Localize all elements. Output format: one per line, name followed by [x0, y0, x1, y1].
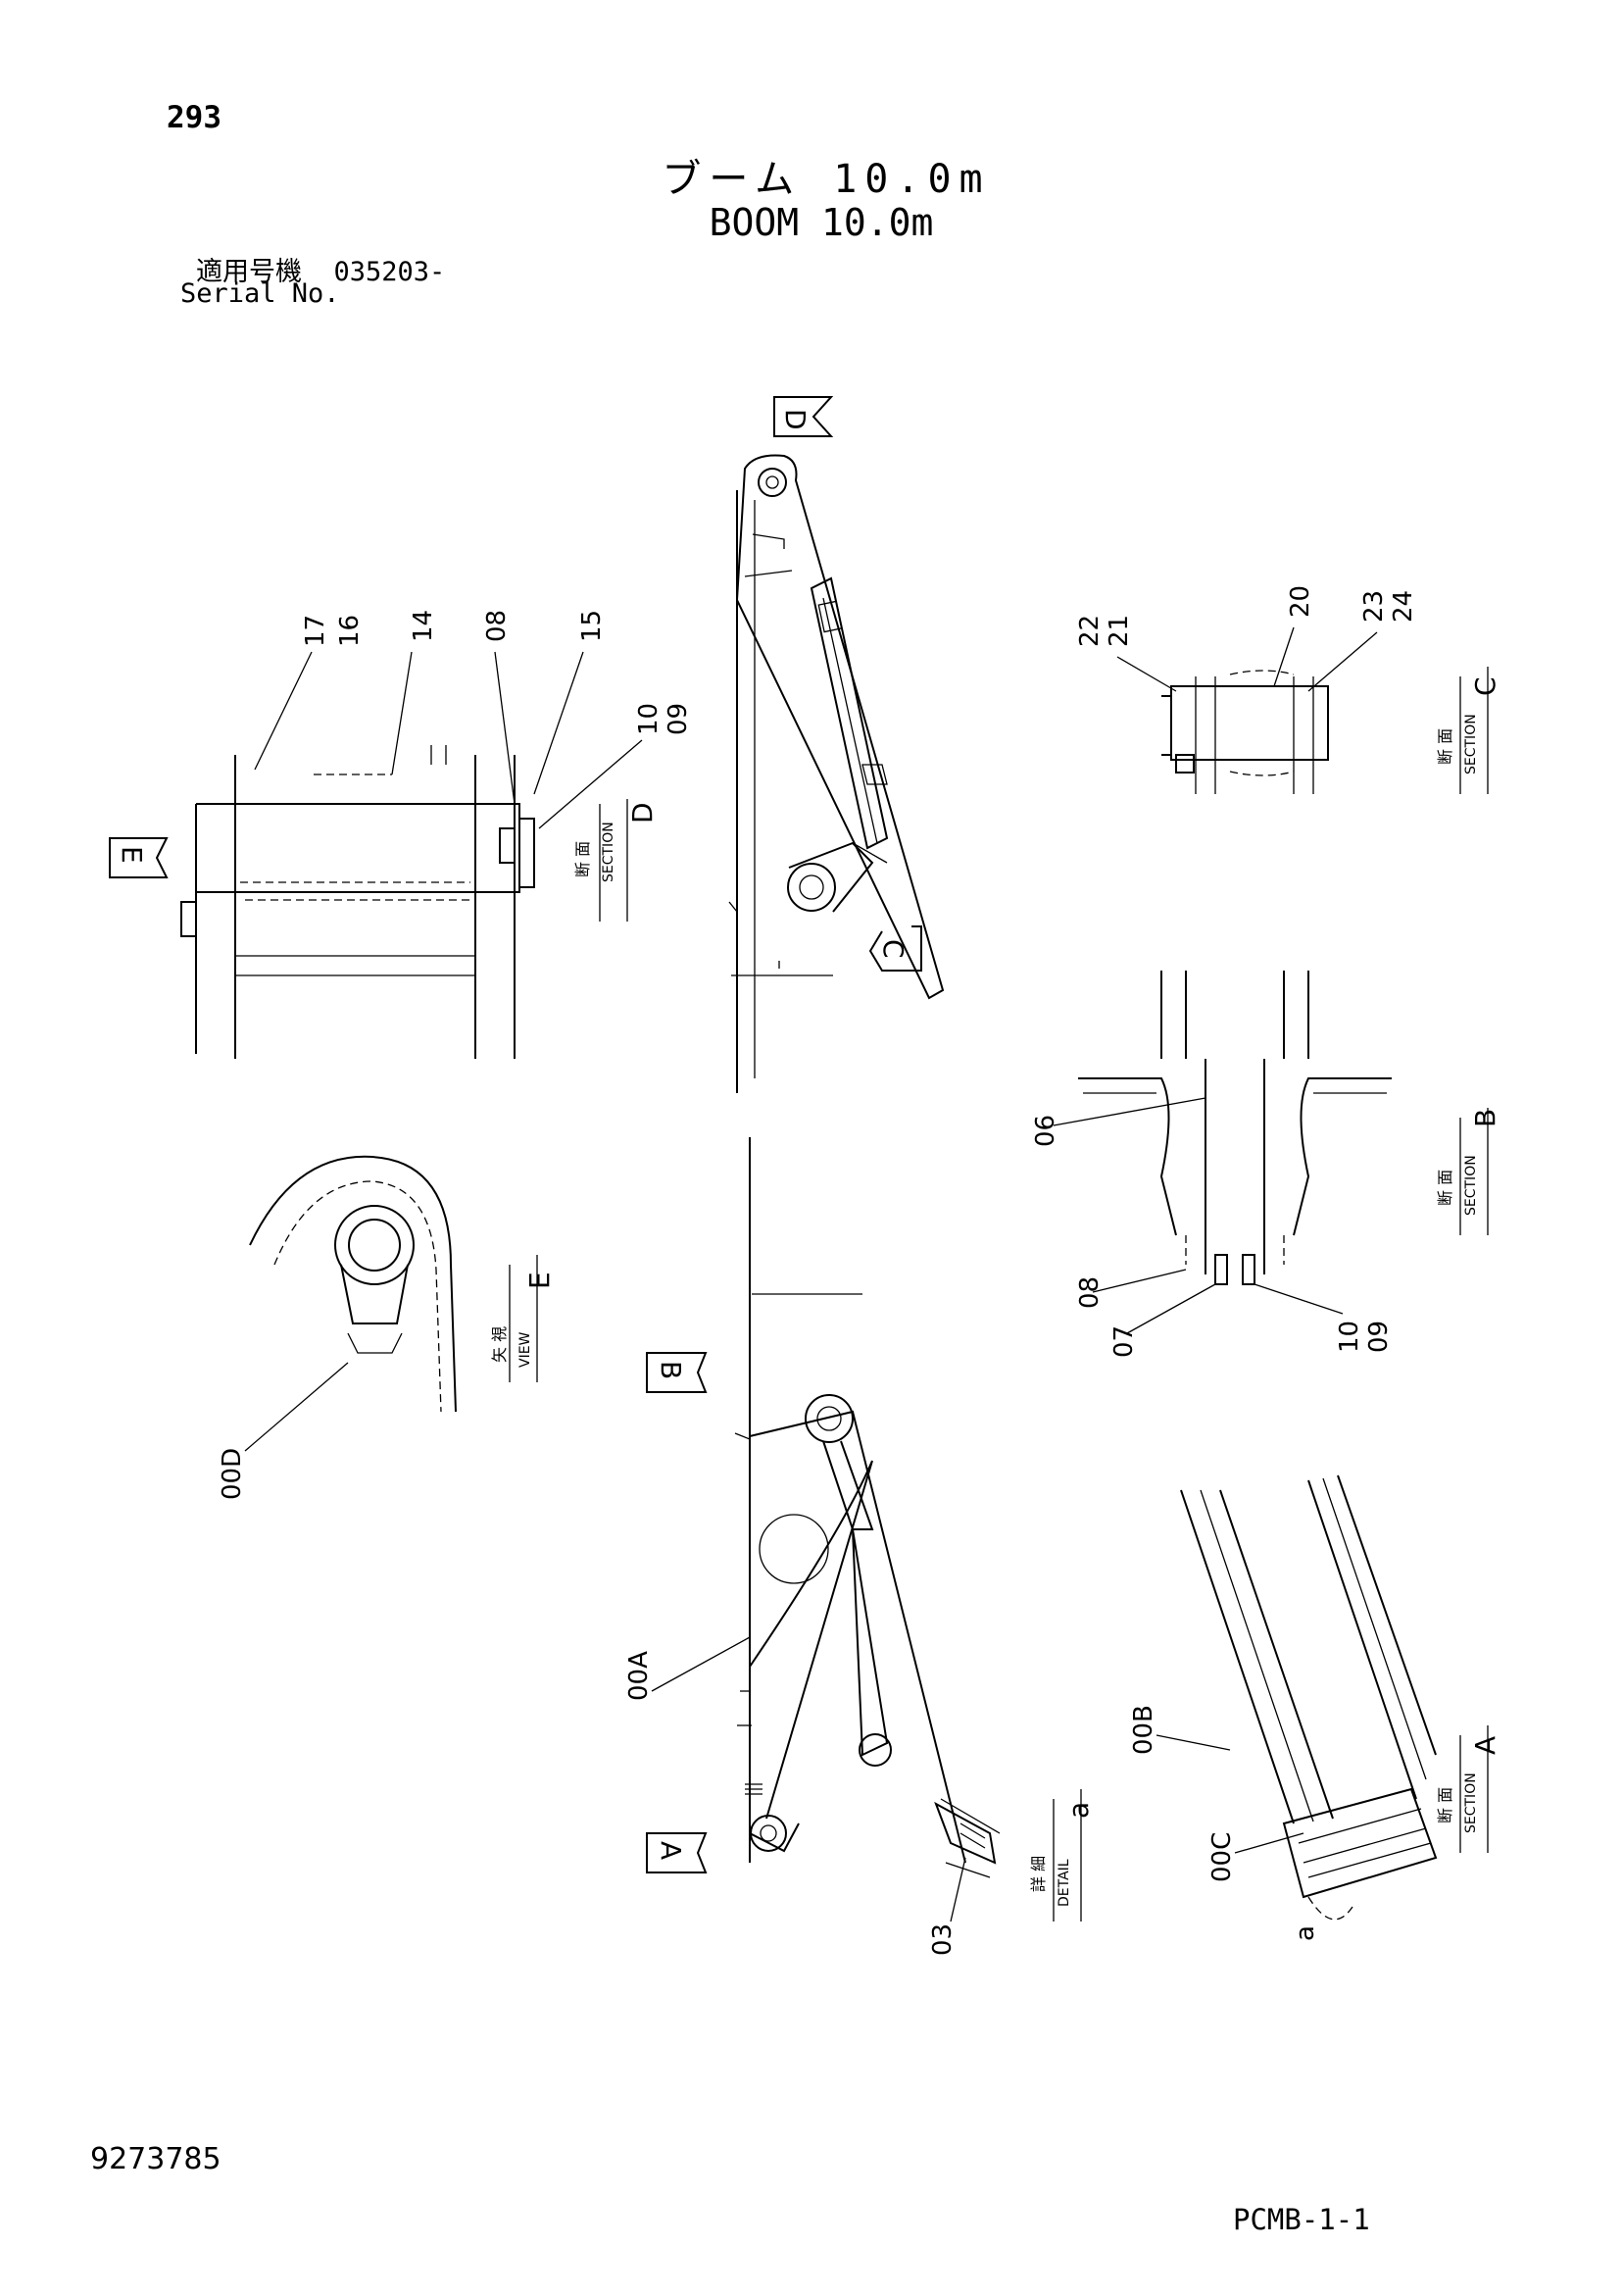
callout-20: 20 [1286, 585, 1315, 618]
section-a-view: 00B 00C a A 断 面 SECTION [1129, 1474, 1501, 1941]
section-c-letter: C [1469, 676, 1501, 696]
view-e-view: 00D E 矢 視 VIEW [218, 1155, 556, 1500]
section-a-en: SECTION [1463, 1772, 1479, 1833]
arrow-b: B [646, 1352, 708, 1393]
section-b-letter: B [1469, 1109, 1501, 1127]
title-japanese: ブーム 10.0m [662, 157, 991, 202]
serial-line-japanese: 適用号機 035203- [196, 250, 445, 288]
sheet-code: PCMB-1-1 [1233, 2203, 1370, 2236]
detail-a-letter: a [1062, 1802, 1095, 1819]
detail-a-view: 03 a 詳 細 DETAIL [928, 1789, 1095, 1956]
detail-a-en: DETAIL [1057, 1859, 1072, 1907]
callout-08-top: 08 [482, 610, 512, 642]
section-c-view: 22 21 20 23 24 C 断 面 SECTION [1075, 585, 1501, 794]
callout-00B: 00B [1129, 1705, 1158, 1755]
section-a-letter: A [1469, 1736, 1501, 1755]
callout-15: 15 [577, 610, 607, 642]
boom-main-view [728, 454, 966, 1864]
section-b-view: 06 08 07 10 09 B 断 面 SECTION [1031, 971, 1501, 1358]
callout-10-mid: 10 [1335, 1321, 1364, 1353]
arrow-c-label: C [877, 939, 910, 959]
callout-09-top: 09 [664, 703, 693, 735]
callout-24: 24 [1389, 590, 1418, 623]
callout-22: 22 [1075, 615, 1105, 647]
section-d-letter: D [626, 802, 659, 824]
serial-label-english: Serial No. [180, 278, 340, 309]
callout-21: 21 [1105, 615, 1134, 647]
section-a-jp: 断 面 [1436, 1787, 1454, 1823]
section-b-en: SECTION [1463, 1155, 1479, 1216]
arrow-b-label: B [655, 1361, 687, 1379]
callout-00D: 00D [218, 1448, 247, 1500]
serial-label-japanese: 適用号機 [196, 257, 302, 287]
section-c-jp: 断 面 [1436, 728, 1454, 765]
callout-14: 14 [409, 610, 438, 642]
document-number: 9273785 [90, 2142, 221, 2176]
serial-value: 035203- [333, 257, 446, 287]
arrow-c: C [868, 925, 922, 972]
section-c-en: SECTION [1463, 714, 1479, 774]
arrow-a: A [646, 1832, 708, 1873]
arrow-e: E [109, 837, 169, 878]
arrow-d: D [773, 396, 834, 437]
callout-09-mid: 09 [1364, 1321, 1394, 1353]
view-e-jp: 矢 視 [490, 1326, 509, 1363]
callout-06: 06 [1031, 1115, 1060, 1147]
callout-00A: 00A [624, 1651, 654, 1701]
callout-03: 03 [928, 1923, 958, 1956]
section-d-view: D 断 面 SECTION 17 16 14 08 15 10 09 [180, 610, 693, 1059]
callout-17: 17 [301, 615, 330, 647]
view-e-letter: E [523, 1272, 556, 1289]
arrow-a-label: A [655, 1841, 687, 1860]
callout-07: 07 [1109, 1325, 1139, 1358]
arrow-e-label: E [116, 846, 148, 864]
section-d-en: SECTION [601, 822, 616, 882]
callout-16: 16 [335, 615, 365, 647]
callout-00A-leader [651, 1636, 751, 1692]
callout-00C: 00C [1207, 1832, 1237, 1882]
arrow-d-label: D [779, 409, 812, 430]
view-e-en: VIEW [517, 1331, 533, 1368]
callout-23: 23 [1359, 590, 1389, 623]
detail-a-jp: 詳 細 [1029, 1856, 1048, 1892]
callout-08-mid: 08 [1075, 1276, 1105, 1309]
callout-a: a [1291, 1925, 1320, 1941]
page-number: 293 [167, 100, 221, 135]
section-d-jp: 断 面 [573, 841, 592, 877]
title-english: BOOM 10.0m [709, 201, 934, 244]
callout-10-top: 10 [634, 703, 664, 735]
section-b-jp: 断 面 [1436, 1170, 1454, 1206]
